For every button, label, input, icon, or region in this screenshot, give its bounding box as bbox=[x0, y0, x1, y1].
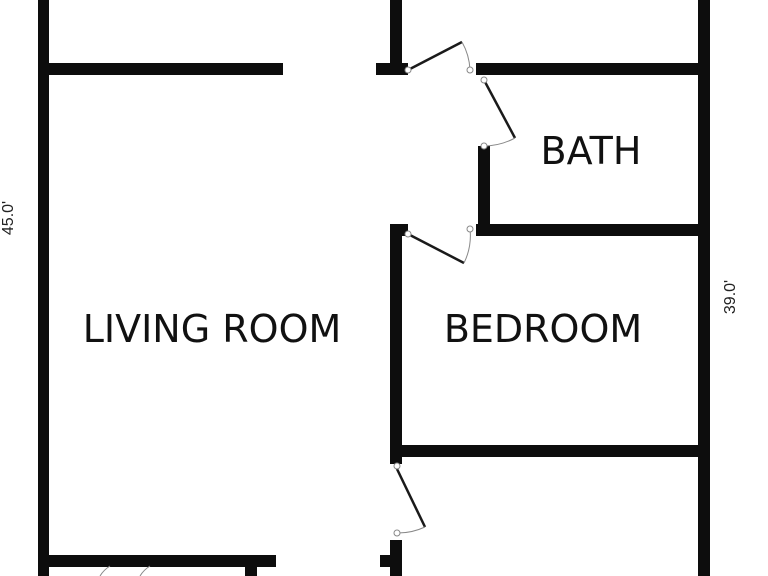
door-bottom-left bbox=[99, 565, 151, 576]
dimension-label-left: 45.0' bbox=[0, 201, 17, 235]
wall-bedroom-bottom bbox=[390, 445, 710, 457]
dimension-label-right: 39.0' bbox=[722, 280, 739, 314]
wall-top-left bbox=[48, 63, 283, 75]
wall-bath-bottom bbox=[476, 224, 710, 236]
room-label-bath: BATH bbox=[541, 129, 642, 173]
wall-bedroom-left-cap bbox=[390, 224, 408, 236]
room-label-living-room: LIVING ROOM bbox=[83, 307, 342, 351]
wall-bedroom-left bbox=[390, 224, 402, 464]
door-bath bbox=[480, 76, 517, 150]
wall-left-exterior bbox=[38, 0, 49, 576]
wall-right-exterior bbox=[698, 0, 710, 576]
door-lower bbox=[393, 462, 427, 537]
door-bedroom bbox=[404, 225, 474, 265]
room-label-bedroom: BEDROOM bbox=[444, 307, 642, 351]
wall-bottom-vertical bbox=[390, 540, 402, 576]
walls bbox=[38, 0, 710, 576]
wall-bottom-post bbox=[245, 563, 257, 576]
door-top-bedroom bbox=[404, 40, 474, 74]
wall-bottom-left bbox=[48, 555, 276, 567]
wall-bath-left bbox=[478, 146, 490, 232]
doors bbox=[99, 40, 517, 576]
wall-vertical-top bbox=[390, 0, 402, 70]
wall-bath-top bbox=[476, 63, 710, 75]
